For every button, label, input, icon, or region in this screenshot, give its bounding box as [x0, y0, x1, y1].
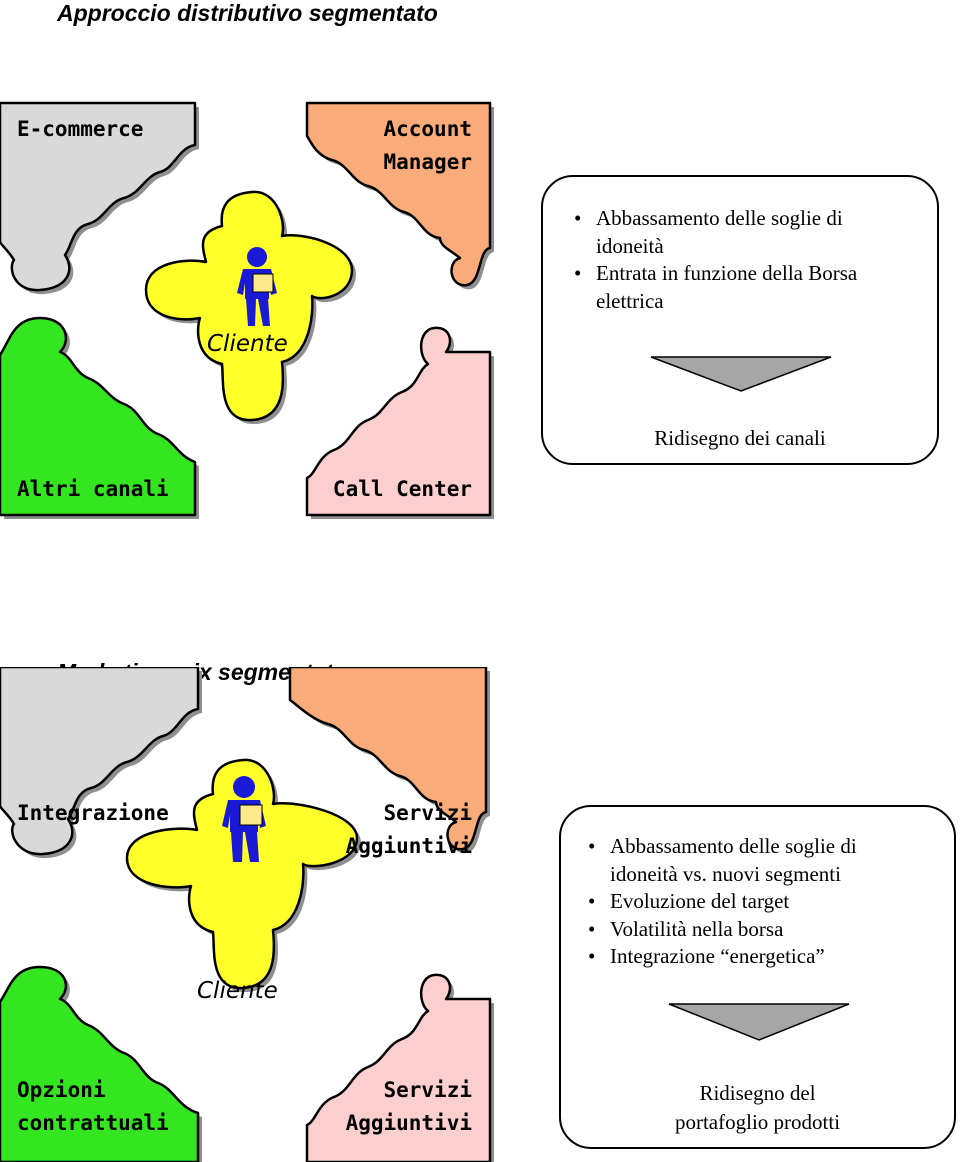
label-servizi-aggiuntivi-bottom: Servizi Aggiuntivi [345, 1078, 472, 1135]
bullet-item: Volatilità nella borsa [588, 916, 857, 944]
label-account-manager: Account Manager [383, 117, 472, 174]
label-e-commerce: E-commerce [17, 117, 144, 141]
person-icon [237, 247, 277, 326]
label-servizi-aggiuntivi-top: Servizi Aggiuntivi [345, 801, 472, 858]
section-title-distribution: Approccio distributivo segmentato [57, 0, 438, 26]
label-call-center: Call Center [332, 477, 472, 501]
bullet-item: Evoluzione del target [588, 888, 857, 916]
bullet-list: Abbassamento delle soglie di idoneità vs… [588, 833, 857, 971]
puzzle-graphic [0, 667, 494, 1162]
info-box-marketing: Abbassamento delle soglie di idoneità vs… [559, 805, 956, 1149]
puzzle-marketing: Integrazione Servizi Aggiuntivi Opzioni … [0, 667, 540, 1162]
result-text: Ridisegno del portafoglio prodotti [674, 1081, 841, 1134]
result-text: Ridisegno dei canali [654, 426, 826, 450]
bullet-list: Abbassamento delle soglie di idoneità En… [574, 205, 857, 315]
label-opzioni-contrattuali: Opzioni contrattuali [17, 1078, 169, 1135]
label-altri-canali: Altri canali [17, 477, 169, 501]
clipboard-icon [239, 804, 263, 826]
label-cliente: Cliente [207, 331, 288, 357]
bullet-item: Integrazione “energetica” [588, 943, 857, 971]
bullet-item: Abbassamento delle soglie di idoneità vs… [588, 833, 857, 888]
down-arrow-icon [668, 1003, 850, 1041]
down-arrow-icon [650, 356, 832, 392]
label-integrazione: Integrazione [17, 801, 169, 825]
clipboard-icon [252, 273, 274, 293]
bullet-item: Entrata in funzione della Borsa elettric… [574, 260, 857, 315]
puzzle-distribution: E-commerce Account Manager Altri canali … [0, 0, 540, 540]
bullet-item: Abbassamento delle soglie di idoneità [574, 205, 857, 260]
info-box-distribution: Abbassamento delle soglie di idoneità En… [541, 175, 939, 465]
label-cliente: Cliente [197, 978, 278, 1004]
person-icon [222, 776, 266, 862]
puzzle-graphic [0, 101, 494, 519]
